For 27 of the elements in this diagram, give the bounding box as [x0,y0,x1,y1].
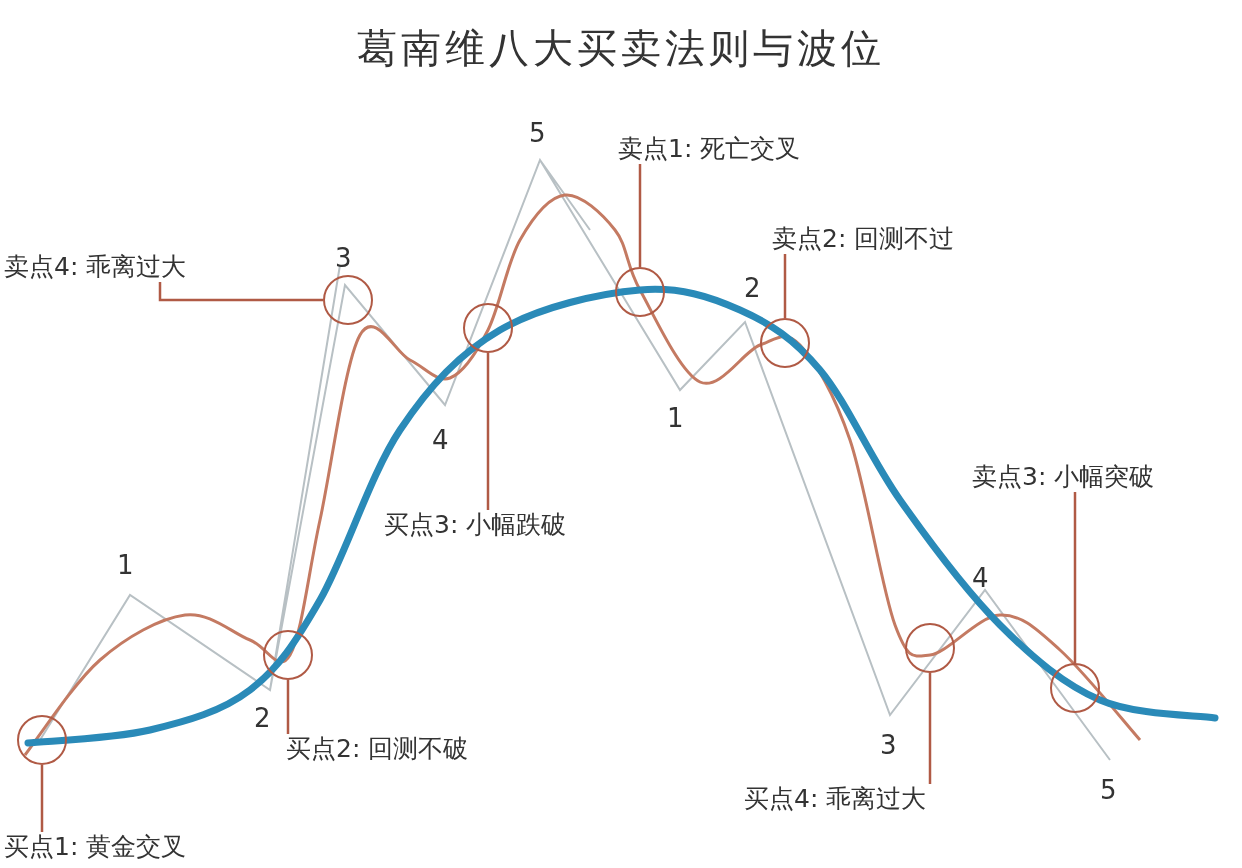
signal-label: 买点2: 回测不破 [286,734,469,764]
leader-line [158,282,323,302]
leader-line [486,353,490,510]
diagram-title: 葛南维八大买卖法则与波位 [357,24,885,73]
signal-label: 卖点3: 小幅突破 [972,462,1155,492]
wave-number: 4 [432,426,449,454]
signal-label: 买点1: 黄金交叉 [4,832,187,862]
leader-line [928,673,932,784]
leader-line [40,765,44,832]
wave-number: 5 [529,119,546,147]
wave-number: 1 [667,404,684,432]
wave-number: 4 [972,564,989,592]
signal-label: 买点4: 乖离过大 [744,784,927,814]
wave-number: 5 [1100,776,1117,804]
wave-number: 3 [880,731,897,759]
wave-number: 3 [335,244,352,272]
wave-number: 2 [254,704,271,732]
leader-line [783,254,787,318]
signal-label: 买点3: 小幅跌破 [384,510,567,540]
wave-number: 1 [117,551,134,579]
leader-line [286,680,290,734]
signal-label: 卖点2: 回测不过 [772,224,955,254]
wave-number: 2 [744,274,761,302]
leader-line [638,164,642,267]
signal-label: 卖点1: 死亡交叉 [618,134,801,164]
leader-line [1073,492,1077,663]
signal-label: 卖点4: 乖离过大 [4,252,187,282]
